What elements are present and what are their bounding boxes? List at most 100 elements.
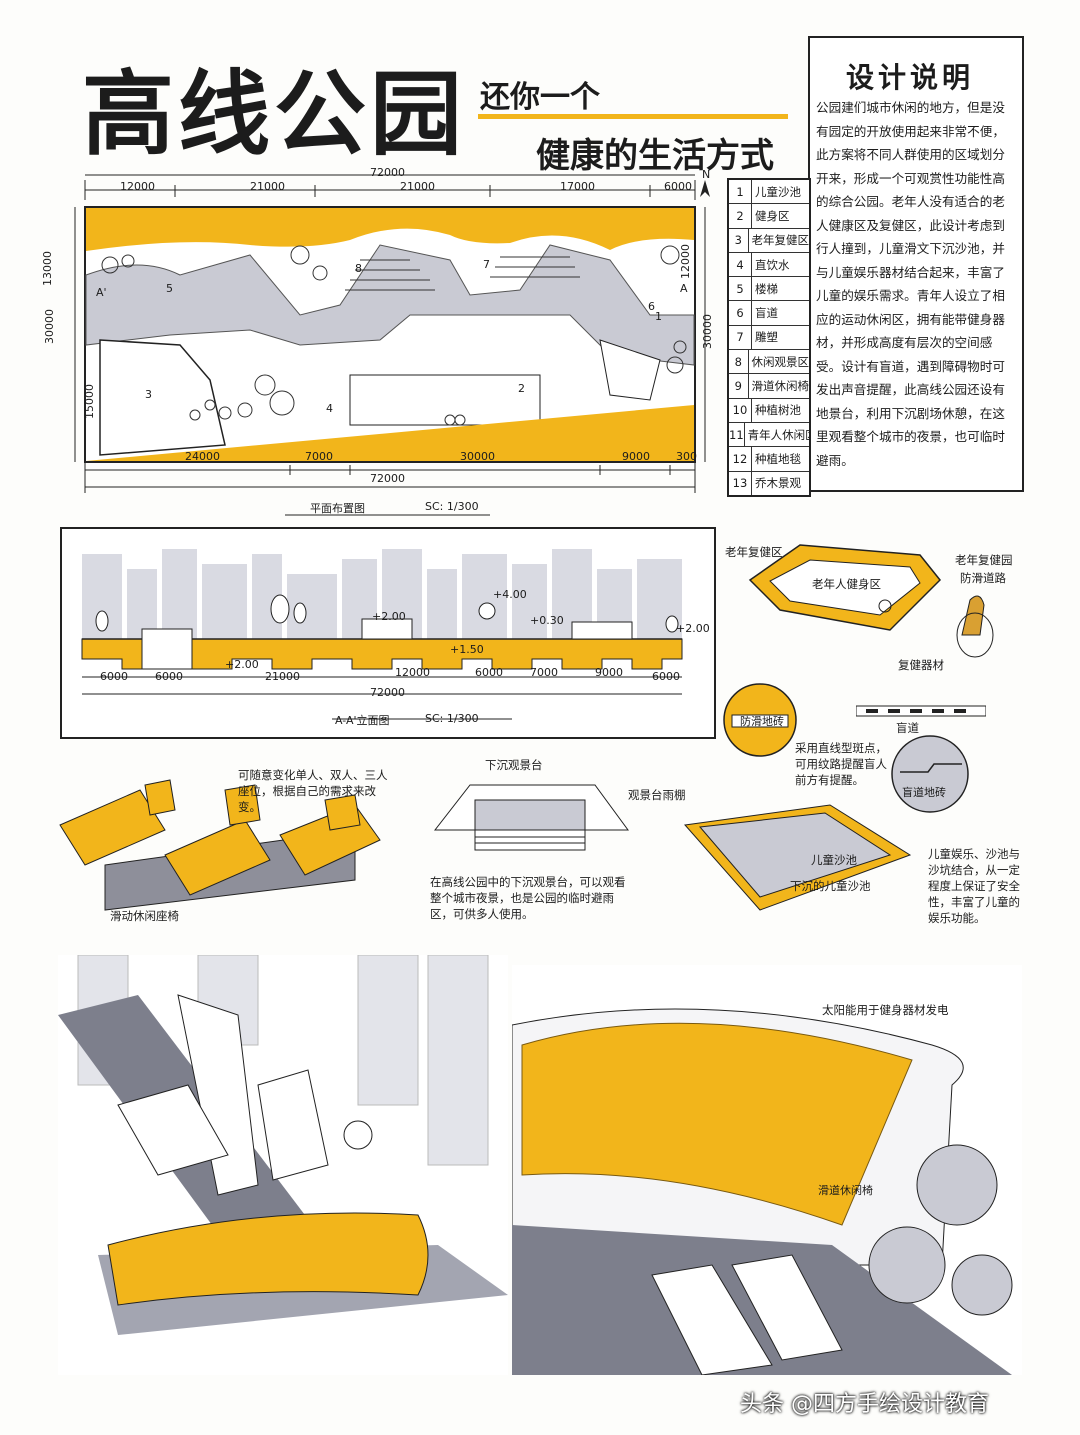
plan-area-5: 5 <box>166 282 173 295</box>
theatre-title: 下沉观景台 <box>485 758 543 772</box>
plan-dim-right-1: 12000 <box>679 244 692 279</box>
plan-total-top: 72000 <box>370 166 405 179</box>
elder-bottom-label: 复健器材 <box>898 658 944 672</box>
plan-dim-right-2: 30000 <box>701 314 714 349</box>
plan-area-7: 7 <box>483 258 490 271</box>
plan-dim-left-2: 30000 <box>43 309 56 344</box>
plan-dim-bottom-1: 24000 <box>185 450 220 463</box>
legend-label: 老年复健区 <box>751 233 810 248</box>
section-elev-1: +4.00 <box>493 588 527 601</box>
legend-num: 1 <box>729 180 752 204</box>
section-dim-2: 6000 <box>155 670 183 683</box>
legend-num: 13 <box>729 471 752 495</box>
sandpit-note: 儿童娱乐、沙池与沙坑结合，从一定程度上保证了安全性，丰富了儿童的娱乐功能。 <box>928 847 1020 925</box>
bench-caption: 滑动休闲座椅 <box>110 909 179 923</box>
anti-slip-label: 防滑地砖 <box>740 715 784 728</box>
legend-num: 7 <box>729 325 752 350</box>
legend-num: 3 <box>729 228 749 252</box>
plan-dim-left-1: 13000 <box>41 251 54 286</box>
legend-label: 楼梯 <box>755 281 778 296</box>
section-dim-3: 21000 <box>265 670 300 683</box>
section-caption: A-A'立面图 <box>335 714 390 727</box>
plan-drawing <box>74 174 710 516</box>
description-text: 公园建们城市休闲的地方，但是没有园定的开放使用起来非常不便，此方案将不同人群使用… <box>816 100 1005 468</box>
blind-circle <box>891 735 969 813</box>
plan-area-6: 6 <box>648 300 655 313</box>
plan-area-4: 4 <box>326 402 333 415</box>
section-elev-2: +2.00 <box>372 610 406 623</box>
legend-num: 12 <box>729 447 752 471</box>
legend-num: 8 <box>729 350 749 374</box>
section-dim-4: 12000 <box>395 666 430 679</box>
legend-label: 滑道休闲椅 <box>751 379 810 394</box>
section-dim-8: 6000 <box>652 670 680 683</box>
plan-scale: SC: 1/300 <box>425 500 479 513</box>
legend-label: 盲道 <box>755 306 778 321</box>
section-dim-6: 7000 <box>530 666 558 679</box>
description-panel <box>808 36 1024 492</box>
legend-num: 9 <box>729 374 749 398</box>
section-dim-7: 9000 <box>595 666 623 679</box>
plan-dim-top-2: 21000 <box>250 180 285 193</box>
section-drawing <box>81 549 683 720</box>
legend-row: 11青年人休闲区 <box>729 422 809 448</box>
subtitle-underline <box>478 114 788 119</box>
blind-title: 盲道 <box>896 721 919 735</box>
watermark-text: 头条 @四方手绘设计教育 <box>740 1392 989 1417</box>
plan-dim-bottom-3: 30000 <box>460 450 495 463</box>
legend-label: 健身区 <box>755 208 790 223</box>
plan-area-3: 3 <box>145 388 152 401</box>
perspective-left <box>58 955 508 1375</box>
anti-slip-circle <box>723 683 797 757</box>
legend-num: 4 <box>729 252 752 277</box>
subtitle-line2: 健康的生活方式 <box>536 136 774 176</box>
legend-label: 乔木景观 <box>755 476 801 491</box>
legend-label: 儿童沙池 <box>755 184 801 199</box>
page-title: 高线公园 <box>82 61 467 168</box>
blind-path-strip <box>856 705 986 717</box>
sandpit-label1: 儿童沙池 <box>811 853 857 867</box>
perspective-small-note: 滑道休闲椅 <box>818 1184 873 1197</box>
section-dim-1: 6000 <box>100 670 128 683</box>
legend-num: 11 <box>729 422 745 447</box>
section-elev-4: +0.30 <box>530 614 564 627</box>
plan-area-1: 1 <box>655 310 662 323</box>
bench-note: 可随意变化单人、双人、三人座位，根据自己的需求来改变。 <box>238 768 388 814</box>
legend-num: 6 <box>729 301 752 325</box>
theatre-drawing <box>433 784 629 851</box>
plan-north: N <box>702 168 711 181</box>
section-total: 72000 <box>370 686 405 699</box>
plan-section-mark-left: A' <box>96 286 107 299</box>
elder-right-label2: 防滑道路 <box>960 571 1006 585</box>
theatre-note: 在高线公园中的下沉观景台，可以观看整个城市夜景，也是公园的临时避雨区，可供多人使… <box>430 875 626 921</box>
elder-right-label: 老年复健园 <box>955 553 1013 567</box>
description-title: 设计说明 <box>846 61 975 94</box>
section-elev-3: +2.00 <box>225 658 259 671</box>
plan-area-8: 8 <box>355 262 362 275</box>
blind-note: 采用直线型斑点，可用纹路提醒盲人前方有提醒。 <box>795 741 887 787</box>
legend-num: 5 <box>729 277 752 301</box>
plan-area-2: 2 <box>518 382 525 395</box>
section-elev-5: +1.50 <box>450 643 484 656</box>
plan-dim-top-3: 21000 <box>400 180 435 193</box>
sandpit-drawing <box>684 804 912 911</box>
elder-area-drawing <box>748 544 994 658</box>
elder-center-label: 老年人健身区 <box>812 577 881 591</box>
plan-dim-bottom-2: 7000 <box>305 450 333 463</box>
canopy-note: 太阳能用于健身器材发电 <box>822 1003 949 1017</box>
sandpit-label2: 下沉的儿童沙池 <box>790 879 871 893</box>
section-elev-6: +2.00 <box>676 622 710 635</box>
legend-num: 10 <box>729 398 752 422</box>
legend-num: 2 <box>729 204 752 228</box>
